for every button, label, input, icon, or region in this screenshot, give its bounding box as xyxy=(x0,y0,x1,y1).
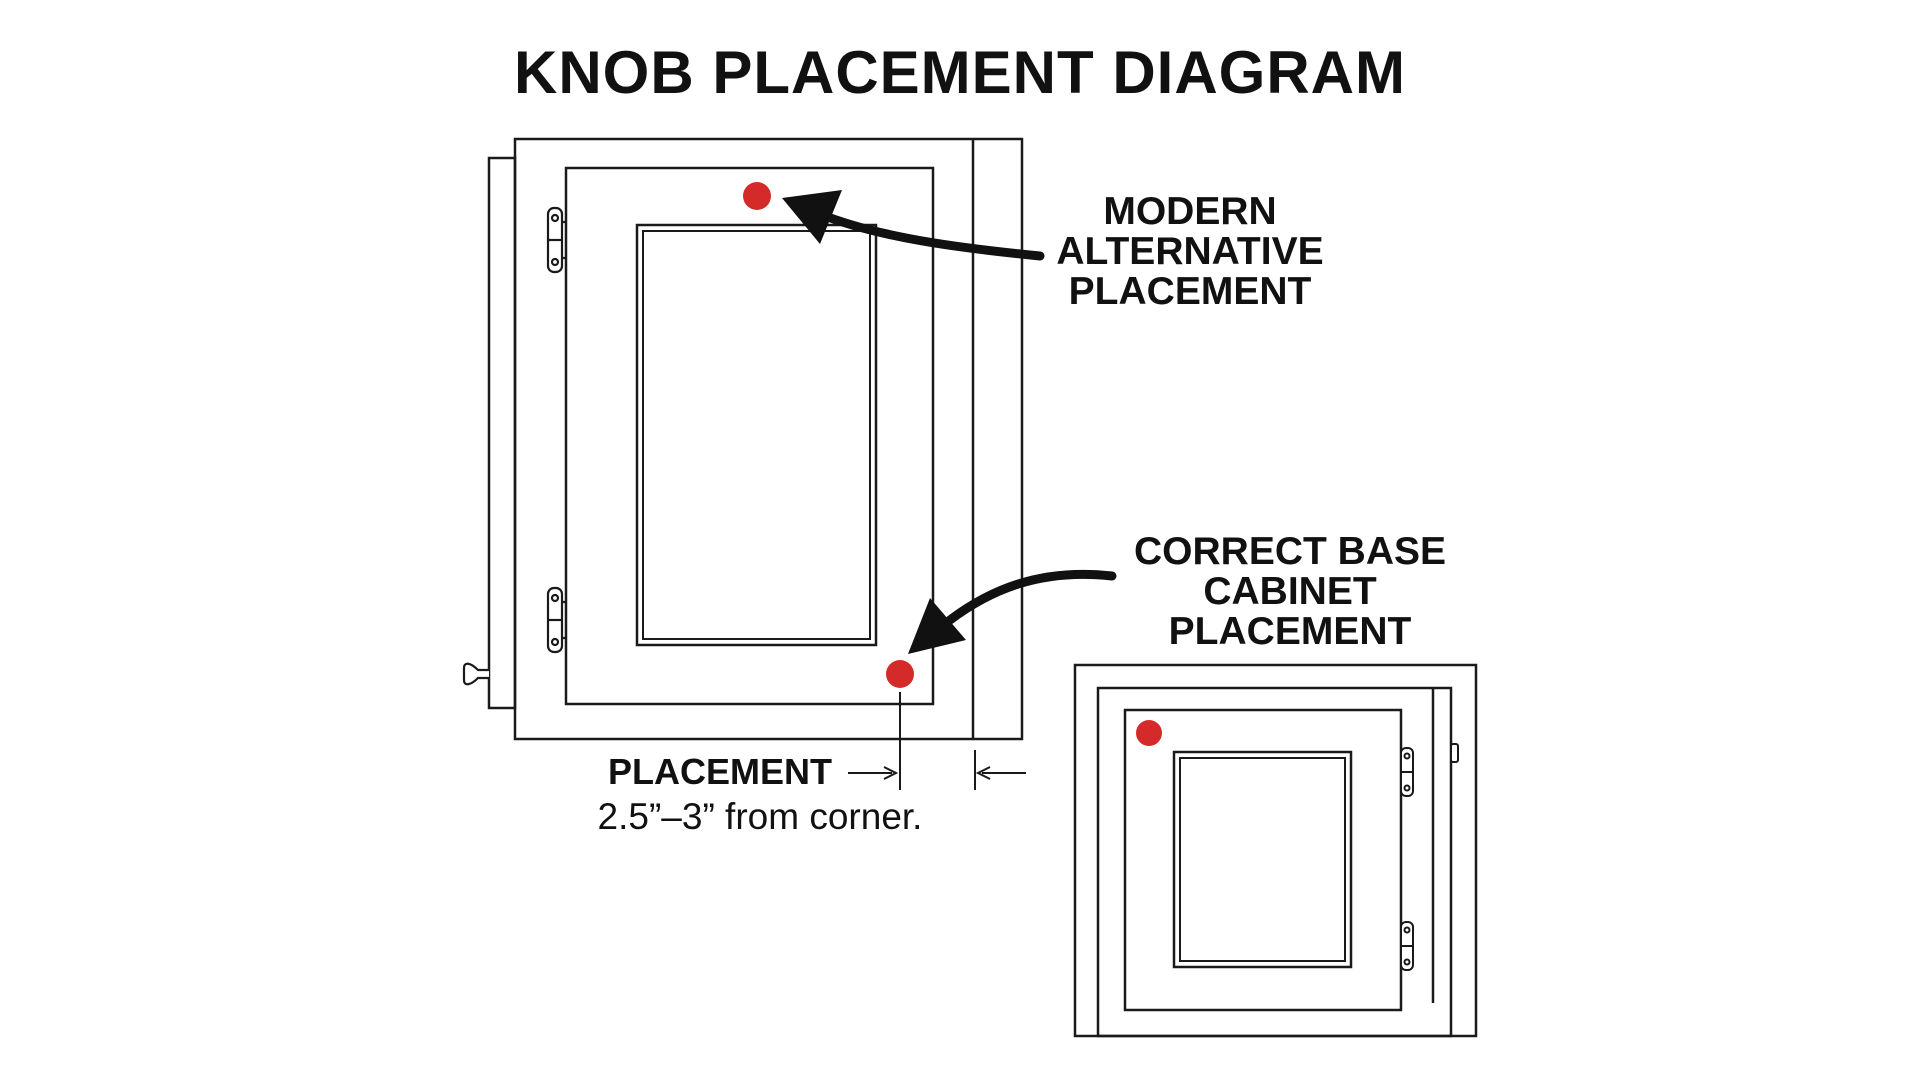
measurement-guides xyxy=(848,692,1026,790)
base-placement-label: CORRECT BASE CABINET PLACEMENT xyxy=(1100,532,1480,652)
latch-icon xyxy=(1450,743,1459,763)
base-cabinet-panel-inner xyxy=(1179,757,1346,962)
knob-icon xyxy=(1136,720,1162,746)
base-label-line: CABINET xyxy=(1203,570,1377,613)
large-cabinet-frame xyxy=(513,137,1024,741)
hinge-icon xyxy=(546,586,567,654)
curved-arrow-icon xyxy=(782,190,1045,261)
large-cabinet-panel-outer xyxy=(635,223,878,647)
base-cabinet-inner-frame xyxy=(1096,686,1453,1038)
hinge-icon xyxy=(1400,747,1414,797)
measurement-label: PLACEMENT xyxy=(608,751,832,792)
knob-icon xyxy=(886,660,914,688)
base-cabinet-panel-outer xyxy=(1172,750,1353,969)
modern-label-line: ALTERNATIVE xyxy=(1056,230,1324,273)
base-cabinet-door xyxy=(1123,708,1403,1012)
base-label-line: CORRECT BASE xyxy=(1133,530,1447,573)
base-cabinet xyxy=(1073,663,1478,1038)
modern-label-line: MODERN xyxy=(1103,190,1277,233)
large-cabinet xyxy=(487,137,1024,741)
modern-label-line: PLACEMENT xyxy=(1068,270,1312,313)
hinge-icon xyxy=(1400,921,1414,971)
modern-placement-label: MODERN ALTERNATIVE PLACEMENT xyxy=(1040,192,1340,312)
large-cabinet-door xyxy=(564,166,935,706)
base-label-line: PLACEMENT xyxy=(1168,610,1412,653)
base-cabinet-frame xyxy=(1073,663,1478,1038)
measurement-distance: 2.5”–3” from corner. xyxy=(597,796,923,837)
diagram-title: KNOB PLACEMENT DIAGRAM xyxy=(514,39,1406,106)
latch-icon xyxy=(462,662,489,686)
knob-icon xyxy=(743,182,771,210)
hinge-icon xyxy=(546,206,567,274)
large-cabinet-side-strip xyxy=(487,156,517,710)
curved-arrow-icon xyxy=(908,569,1117,654)
large-cabinet-panel-inner xyxy=(642,230,871,640)
